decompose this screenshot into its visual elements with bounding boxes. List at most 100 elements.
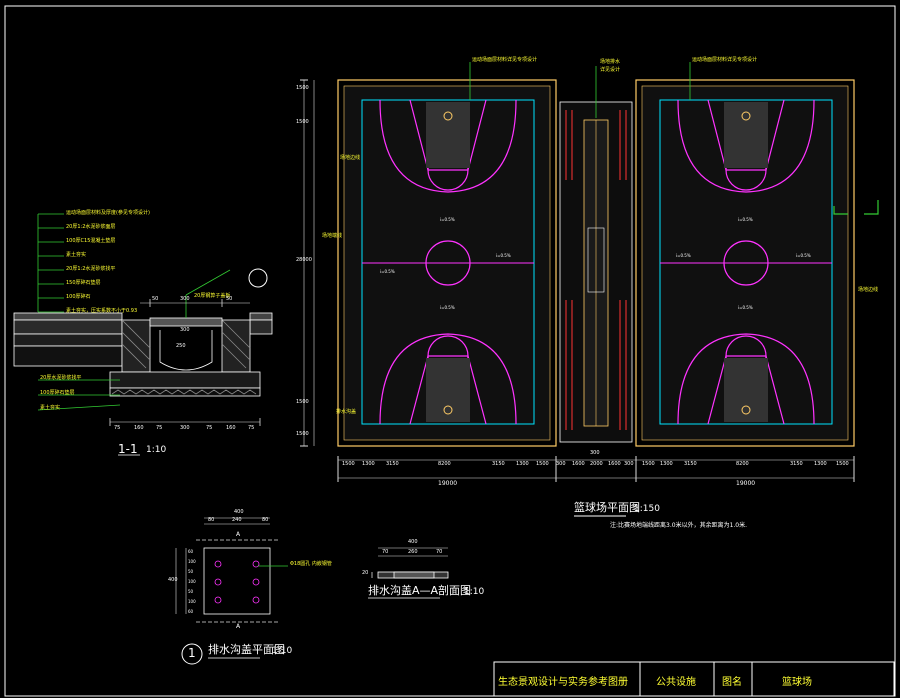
layer-note: 100厚C15混凝土垫层 [66,238,116,244]
section-bottom-dim: 300 [180,425,190,431]
drain-left-dim: 50 [188,569,194,574]
court-bottom-dim: 1500 [642,461,655,467]
section-bottom-dim: 160 [226,425,236,431]
drain-section-sub-dim-3: 70 [436,549,443,555]
court-total-dim-right: 19000 [736,480,756,487]
court-vertical-dim: 1500 [296,399,309,405]
court-bottom-dim: 300 [624,461,634,467]
layer-note: 20厚1:2水泥砂浆找平 [66,266,116,272]
court-bottom-dim: 3150 [790,461,803,467]
court-bottom-dim: 1300 [362,461,375,467]
drain-left-dim: 100 [188,559,196,564]
drain-plan-title: 排水沟盖平面图 [208,643,285,656]
court-bottom-dim: 2000 [590,461,603,467]
drain-section-title: 排水沟盖A—A剖面图 [368,584,472,597]
drain-section-sub-dim-1: 70 [382,549,389,555]
drain-section-scale: 1:10 [464,587,485,597]
court-bottom-dim: 1300 [660,461,673,467]
section-bottom-dim: 75 [248,425,255,431]
title-block-label-drawing: 图名 [722,677,742,688]
drain-hole-note: Φ18圆孔 内嵌钢管 [290,561,332,567]
layer-note: 100厚碎石 [66,294,91,300]
section-title: 1-1 [118,442,138,456]
drain-cover-section [368,547,449,599]
drain-left-dim: 100 [188,579,196,584]
drain-section-sub-dim-2: 260 [408,549,418,555]
drain-cover-plan [175,517,288,659]
drain-left-dim: 100 [188,599,196,604]
section-top-dim-2: 300 [180,296,190,302]
court-bottom-dim: 1300 [516,461,529,467]
layer-note: 20厚1:2水泥砂浆面层 [66,224,116,230]
court-bottom-dim: 8200 [736,461,749,467]
court-bottom-dim: 1500 [836,461,849,467]
court-bottom-dim: 1500 [536,461,549,467]
drain-top-dim: 400 [234,509,244,515]
drain-section-mark-top: A [236,531,241,538]
drain-sub-dim-2: 240 [232,517,242,523]
left-note-2: 100厚碎石垫层 [40,390,75,396]
drawing-marker-circle [181,643,203,665]
drain-plan-scale: 1:10 [272,646,293,656]
court-side-note-1: 场地边线 [340,155,361,161]
drain-marker-number: 1 [188,646,196,660]
court-bottom-dim: 3150 [684,461,697,467]
drain-section-mark-bottom: A [236,623,241,630]
section-inner-dim-2: 250 [176,343,186,349]
section-bottom-dim: 75 [114,425,121,431]
court-vertical-dim: 28000 [296,257,312,263]
court-plan-scale: 1:150 [634,504,660,514]
court-vertical-dim: 1500 [296,85,309,91]
court-top-note-2: 场地排水 [600,59,621,65]
section-1-1-detail [13,213,273,456]
title-block-project: 生态景观设计与实务参考图册 [498,677,628,688]
slope-label: i=0.5% [676,253,691,258]
court-top-note-3: 详见设计 [600,67,621,73]
slope-label: i=0.5% [440,305,455,310]
title-block-category: 公共设施 [656,677,696,688]
court-plan-note: 注:比赛场地端线距离3.0米以外，其余距离为1.0米. [610,522,748,529]
drain-left-dim: 50 [188,589,194,594]
title-block [493,661,895,697]
court-bottom-dim: 300 [556,461,566,467]
court-bottom-dim: 1600 [608,461,621,467]
court-bottom-dim: 1500 [342,461,355,467]
left-note-1: 20厚水泥砂浆找平 [40,375,82,381]
court-mid-dim: 300 [590,450,600,456]
court-bottom-dim: 3150 [492,461,505,467]
drain-total-left-dim: 400 [168,577,178,583]
court-side-note-2: 场地端线 [322,233,343,239]
section-bottom-dim: 160 [134,425,144,431]
section-bottom-dim: 75 [156,425,163,431]
drain-left-dim: 60 [188,609,194,614]
court-vertical-dim: 1500 [296,119,309,125]
slope-label: i=0.5% [738,217,753,222]
drain-left-dim: 60 [188,549,194,554]
court-vertical-dim: 1500 [296,431,309,437]
drawing-frame [4,5,896,697]
section-top-dim-3: 50 [226,296,233,302]
section-callout-marker [248,268,268,288]
drain-section-top-dim: 400 [408,539,418,545]
grate-note: 20厚钢箅子盖板 [194,293,231,299]
drain-sub-dim-1: 80 [208,517,215,523]
section-inner-dim-1: 300 [180,327,190,333]
court-bottom-dim: 1300 [814,461,827,467]
slope-label: i=0.5% [496,253,511,258]
drain-section-thickness: 20 [362,570,369,576]
section-top-dim-1: 50 [152,296,159,302]
drain-sub-dim-3: 80 [262,517,269,523]
court-total-dim-left: 19000 [438,480,458,487]
court-plan [300,62,879,517]
title-block-drawing-name: 篮球场 [782,677,812,688]
court-top-note-1: 运动场面层材料详见专项设计 [472,57,538,63]
court-plan-title: 篮球场平面图 [574,501,640,514]
left-note-3: 素土夯实 [40,405,61,411]
court-bottom-dim: 8200 [438,461,451,467]
layer-note: 素土夯实，压实系数不小于0.93 [66,308,138,314]
slope-label: i=0.5% [440,217,455,222]
court-side-note-3: 排水沟盖 [336,409,357,415]
court-side-note-4: 场地边线 [858,287,879,293]
court-bottom-dim: 1600 [572,461,585,467]
